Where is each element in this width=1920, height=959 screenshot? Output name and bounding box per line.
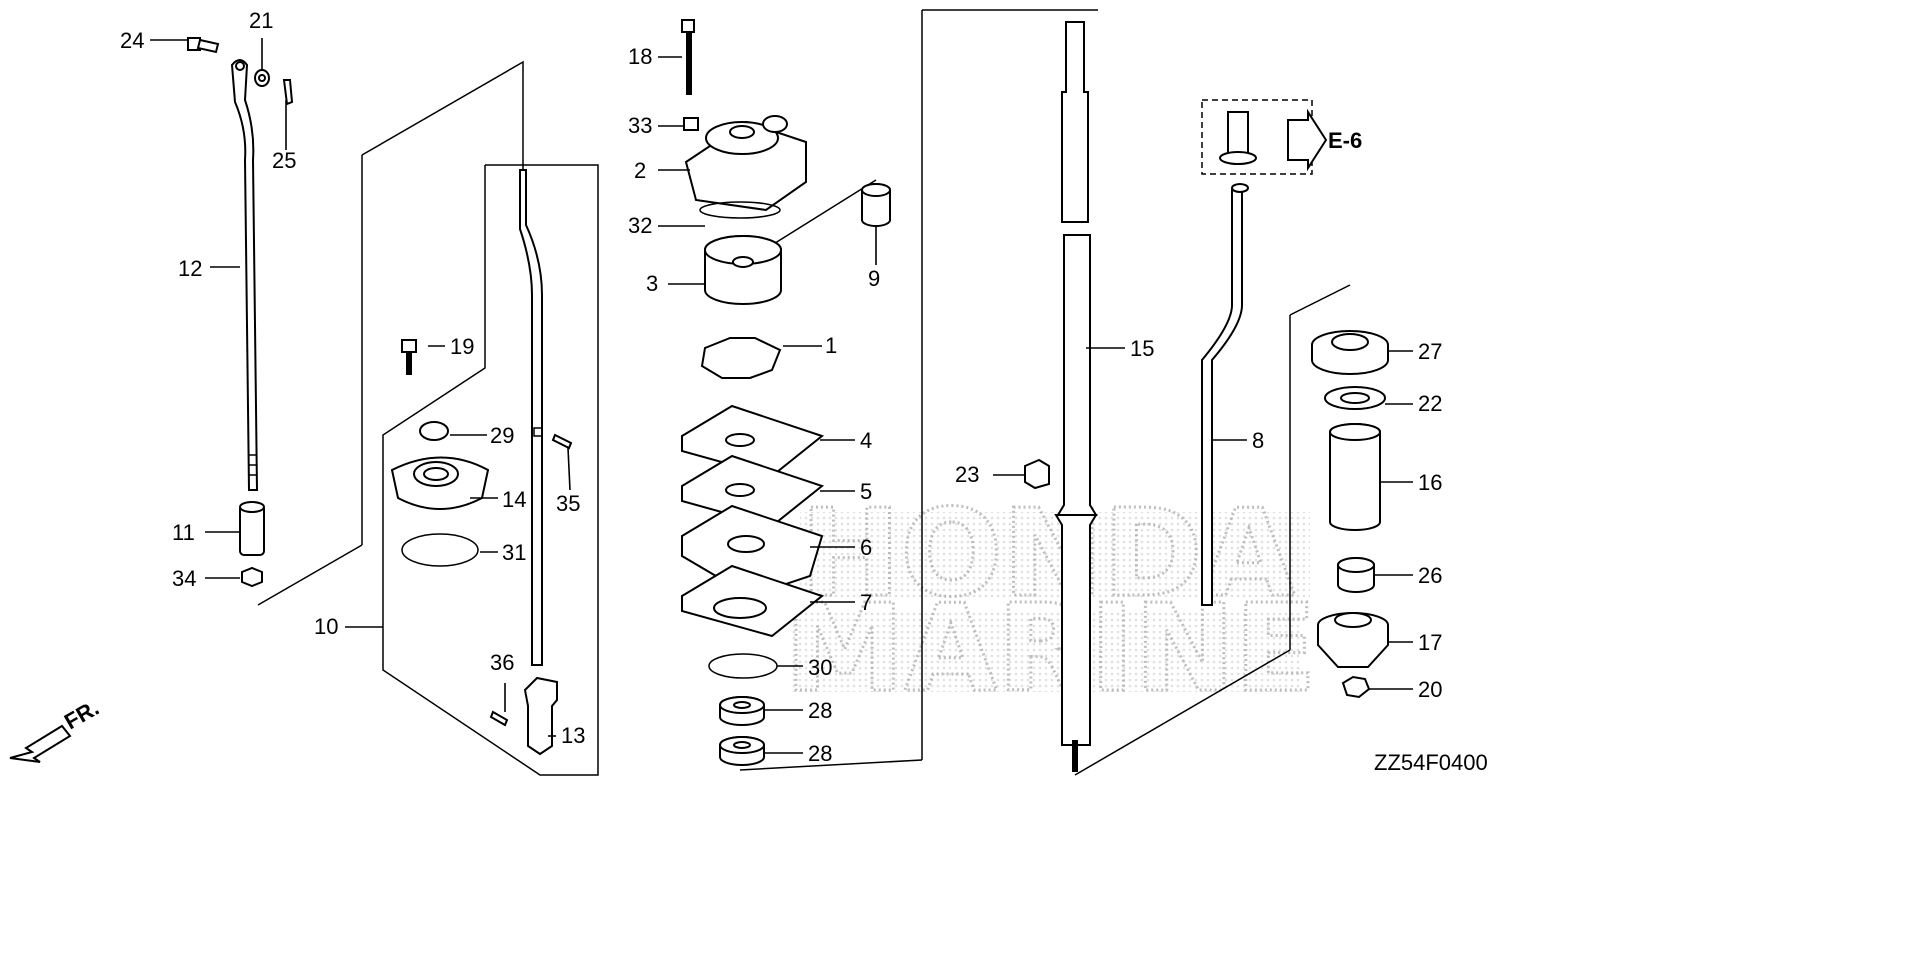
shift-rod-assembly [187,37,294,588]
callout-28: 28 [808,741,832,766]
callout-15: 15 [1130,336,1154,361]
callout-19: 19 [450,334,474,359]
callout-20: 20 [1418,677,1442,702]
callout-35: 35 [556,491,580,516]
water-tube [1201,108,1328,606]
callout-3: 3 [646,271,658,296]
callout-33: 33 [628,113,652,138]
callout-22: 22 [1418,391,1442,416]
reference-label: E-6 [1328,128,1362,153]
callout-10: 10 [314,614,338,639]
callout-18: 18 [628,44,652,69]
callout-16: 16 [1418,470,1442,495]
callout-9: 9 [868,266,880,291]
callout-4: 4 [860,428,872,453]
watermark: HONDA MARINE [784,484,1319,721]
callout-26: 26 [1418,563,1442,588]
callout-11: 11 [172,520,195,545]
leader-line [567,447,571,491]
diagram-code: ZZ54F0400 [1374,750,1488,775]
callout-23: 23 [955,462,979,487]
callout-8: 8 [1252,428,1264,453]
callout-25: 25 [272,148,296,173]
callout-6: 6 [860,535,872,560]
bushing-holder-assembly [390,339,490,567]
callout-29: 29 [490,423,514,448]
callout-24: 24 [120,28,144,53]
direction-label: FR. [60,695,103,734]
callout-21: 21 [249,8,273,33]
callout-14: 14 [502,487,526,512]
callout-27: 27 [1418,339,1442,364]
callout-31: 31 [502,540,526,565]
callout-34: 34 [172,566,196,591]
exploded-view: HONDA MARINE [9,8,1488,776]
callout-5: 5 [860,479,872,504]
callout-32: 32 [628,213,652,238]
callout-1: 1 [825,333,837,358]
callout-12: 12 [178,256,202,281]
callout-28: 28 [808,698,832,723]
callout-36: 36 [490,650,514,675]
parts-diagram: HONDA MARINE [9,8,1488,776]
water-pump-assembly [681,19,891,766]
callout-7: 7 [860,590,872,615]
assembly-outlines [257,9,1351,776]
lower-shift-rod [489,169,573,756]
callout-30: 30 [808,655,832,680]
pinion-assembly [1311,330,1389,699]
callout-2: 2 [634,158,646,183]
callout-13: 13 [561,723,585,748]
front-direction-arrow: FR. [9,695,103,763]
vertical-shaft [1024,21,1098,772]
callout-17: 17 [1418,630,1442,655]
